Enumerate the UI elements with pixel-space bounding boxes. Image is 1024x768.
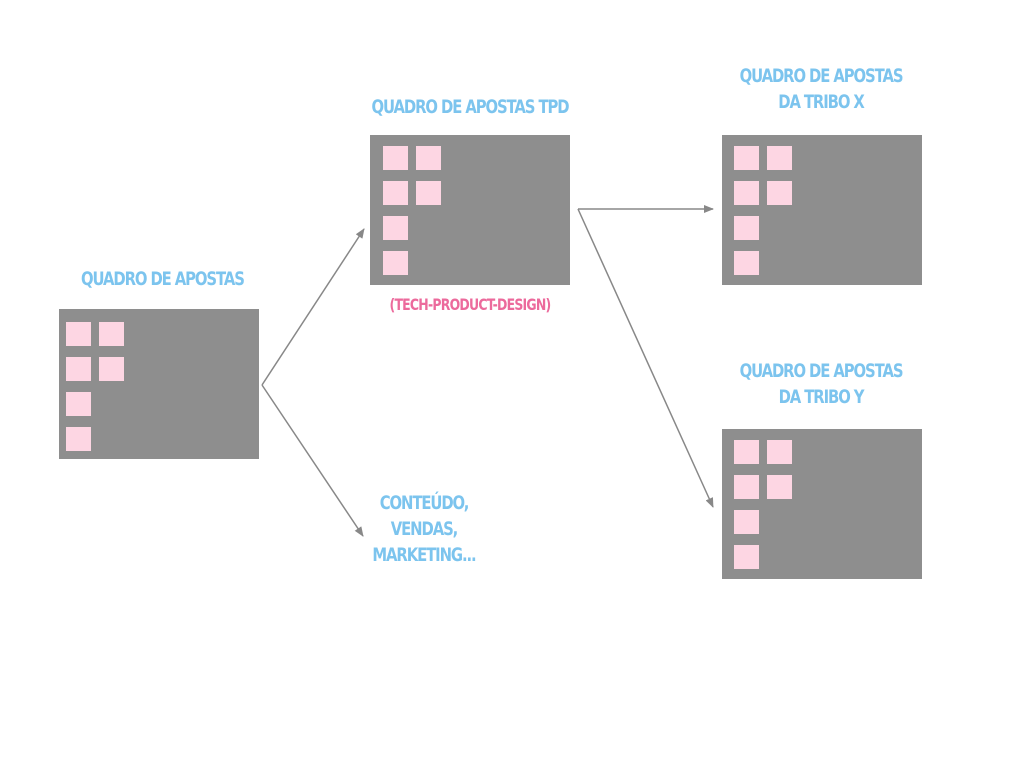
title-line: MARKETING...	[372, 544, 476, 566]
sticky-note	[734, 510, 759, 534]
sticky-note	[66, 322, 91, 346]
tpd-board-title: QUADRO DE APOSTAS TPD	[369, 94, 572, 120]
sticky-note	[66, 392, 91, 416]
root-board-title: QUADRO DE APOSTAS	[81, 266, 245, 292]
sticky-note	[383, 251, 408, 275]
title-line: QUADRO DE APOSTAS	[81, 268, 245, 290]
sticky-note	[99, 357, 124, 381]
sticky-note	[734, 475, 759, 499]
sticky-note	[767, 440, 792, 464]
sticky-note	[734, 146, 759, 170]
tribe-y-board-title: QUADRO DE APOSTAS DA TRIBO Y	[735, 358, 907, 410]
sticky-note	[767, 146, 792, 170]
sticky-note	[734, 545, 759, 569]
sticky-note	[734, 216, 759, 240]
sticky-note	[383, 146, 408, 170]
tribe-x-board-title: QUADRO DE APOSTAS DA TRIBO X	[735, 63, 907, 115]
title-line: DA TRIBO X	[778, 91, 865, 113]
other-areas-label: CONTEÚDO, VENDAS, MARKETING...	[362, 490, 487, 568]
tribe-y-bet-board	[722, 429, 922, 579]
sticky-note	[66, 427, 91, 451]
sticky-note	[416, 181, 441, 205]
title-line: CONTEÚDO,	[379, 492, 470, 514]
arrow-root-to-others	[261, 384, 364, 537]
sticky-note	[383, 181, 408, 205]
sticky-note	[416, 146, 441, 170]
sticky-note	[66, 357, 91, 381]
sticky-note	[734, 251, 759, 275]
root-bet-board	[59, 309, 259, 459]
sticky-note	[767, 181, 792, 205]
title-line: QUADRO DE APOSTAS	[739, 360, 904, 382]
title-line: QUADRO DE APOSTAS TPD	[371, 96, 570, 118]
tribe-x-bet-board	[722, 135, 922, 285]
arrow-root-to-tpd	[261, 228, 365, 386]
sticky-note	[734, 440, 759, 464]
arrow-tpd-to-tribe-y	[577, 208, 714, 508]
tpd-bet-board	[370, 135, 570, 285]
title-line: DA TRIBO Y	[778, 386, 865, 408]
tpd-board-subtitle: (TECH-PRODUCT-DESIGN)	[389, 295, 552, 314]
sticky-note	[99, 322, 124, 346]
title-line: QUADRO DE APOSTAS	[739, 65, 904, 87]
sticky-note	[767, 475, 792, 499]
sticky-note	[383, 216, 408, 240]
title-line: VENDAS,	[390, 518, 459, 540]
sticky-note	[734, 181, 759, 205]
